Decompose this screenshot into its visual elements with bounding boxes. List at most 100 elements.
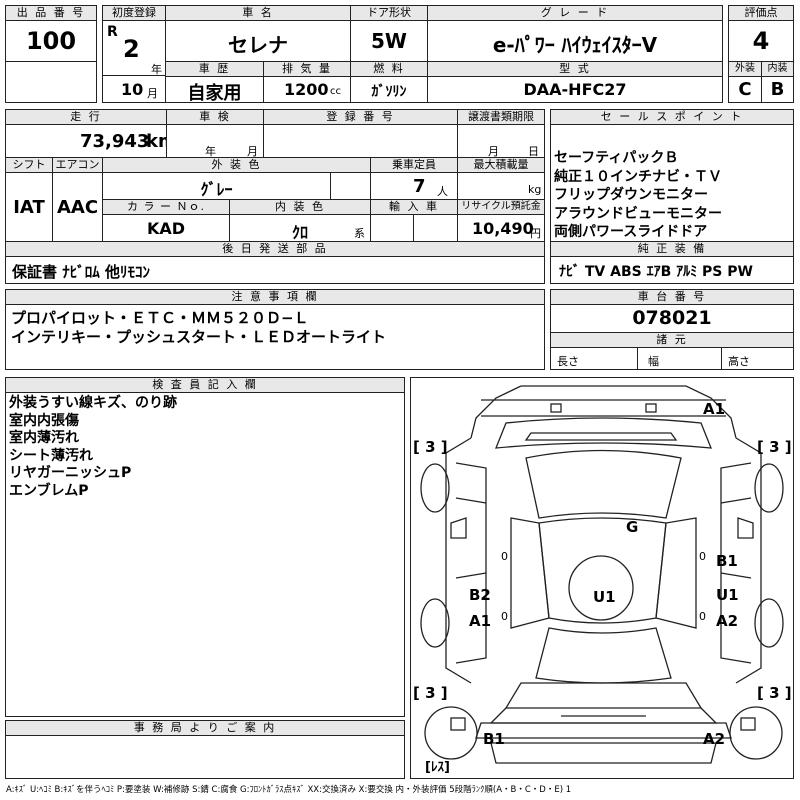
label-inspection: 車 検 — [166, 109, 264, 125]
score-cell: 4 — [728, 20, 794, 62]
mark-a1-left: A1 — [469, 612, 492, 630]
insp-month-unit: 月 — [247, 145, 258, 158]
mark-b1-right: B1 — [716, 552, 738, 570]
label-history: 車 歴 — [165, 61, 264, 77]
era-value: R — [107, 24, 118, 40]
inspector-line: シート薄汚れ — [9, 447, 93, 464]
label-fuel: 燃 料 — [350, 61, 428, 77]
mark-a1-top: A1 — [703, 400, 726, 418]
car-diagram: [ 3 ] [ 3 ] [ 3 ] [ 3 ] [ﾚｽ] A1 G B1 B2 … — [410, 377, 794, 779]
notes-list: プロパイロット・ＥＴＣ・ＭＭ５２０Ｄ−Ｌ インテリキー・プッシュスタート・ＬＥＤ… — [11, 309, 386, 347]
sales-point-item: フリップダウンモニター — [554, 187, 708, 203]
tire-fr-grade: [ 3 ] — [757, 438, 792, 456]
ext-color-value: ｸﾞﾚｰ — [200, 180, 233, 199]
shift-value: IAT — [13, 197, 45, 218]
reg-no-cell — [263, 124, 458, 158]
month-unit: 月 — [147, 87, 158, 100]
inspector-line: 室内薄汚れ — [9, 430, 79, 446]
max-load-cell: kg — [457, 172, 545, 200]
import-cell-b — [413, 214, 458, 242]
car-outline — [420, 385, 784, 764]
mileage-unit: km — [146, 131, 166, 152]
int-color-unit: 系 — [354, 227, 365, 240]
label-inspector: 検 査 員 記 入 欄 — [5, 377, 405, 393]
year-value: 2 — [123, 35, 140, 63]
inspector-line: エンブレムP — [9, 482, 89, 499]
label-door: ドア形状 — [350, 5, 428, 21]
label-ext-color: 外 装 色 — [102, 157, 371, 173]
tire-fl-grade: [ 3 ] — [413, 438, 448, 456]
int-color-cell: ｸﾛ 系 — [229, 214, 371, 242]
history-cell: 自家用 — [165, 76, 264, 103]
displacement-unit: cc — [330, 86, 341, 97]
label-model: 型 式 — [427, 61, 723, 77]
lot-no-cell: 100 — [5, 20, 97, 62]
label-office: 事 務 局 よ り ご 案 内 — [5, 720, 405, 736]
fuel-value: ｶﾞｿﾘﾝ — [371, 84, 407, 100]
height-label: 高さ — [728, 355, 750, 368]
door-cell: 5W — [350, 20, 428, 62]
label-sales-point: セ ー ル ス ポ イ ン ト — [550, 109, 794, 125]
label-displacement: 排 気 量 — [263, 61, 351, 77]
mark-b2-left: B2 — [469, 586, 491, 604]
label-int-color: 内 装 色 — [229, 199, 371, 215]
mark-zero-right-2: 0 — [699, 610, 706, 623]
note-line: インテリキー・プッシュスタート・ＬＥＤオートライト — [11, 328, 387, 346]
first-reg-month-cell: 10 月 — [102, 75, 166, 103]
label-later-parts: 後 日 発 送 部 品 — [5, 241, 545, 257]
exterior-grade-cell: C — [728, 76, 762, 103]
shift-cell: IAT — [5, 172, 53, 242]
model-cell: DAA-HFC27 — [427, 76, 723, 103]
legend-text: A:ｷｽﾞ U:ﾍｺﾐ B:ｷｽﾞを伴うﾍｺﾐ P:要塗装 W:補修跡 S:錆 … — [6, 785, 572, 795]
sales-point-cell: セーフティパックＢ 純正１０インチナビ・ＴＶ フリップダウンモニター アラウンド… — [550, 124, 794, 242]
width-label: 幅 — [648, 355, 659, 368]
width-cell: 幅 — [637, 347, 722, 370]
label-capacity: 乗車定員 — [370, 157, 458, 173]
displacement-value: 1200 — [284, 80, 329, 99]
insp-year-unit: 年 — [205, 145, 216, 158]
month-value: 10 — [121, 80, 144, 99]
fuel-cell: ｶﾞｿﾘﾝ — [350, 76, 428, 103]
label-lot-no: 出 品 番 号 — [5, 5, 97, 21]
lot-no-blank — [5, 61, 97, 103]
label-chassis-no: 車 台 番 号 — [550, 289, 794, 305]
doc-day-unit: 日 — [528, 145, 539, 158]
first-reg-cell: R 2 年 — [102, 20, 166, 76]
sales-point-list: セーフティパックＢ 純正１０インチナビ・ＴＶ フリップダウンモニター アラウンド… — [554, 149, 722, 241]
label-grade: グ レ ー ド — [427, 5, 723, 21]
year-unit: 年 — [151, 63, 162, 76]
lot-no-value: 100 — [25, 27, 77, 55]
sales-point-item: 両側パワースライドドア — [554, 224, 708, 240]
chassis-no-cell: 078021 — [550, 304, 794, 333]
inspection-cell: 年 月 — [166, 124, 264, 158]
label-max-load: 最大積載量 — [457, 157, 545, 173]
capacity-value: 7 — [413, 176, 426, 197]
mark-b1-bottom: B1 — [483, 730, 505, 748]
label-car-name: 車 名 — [165, 5, 351, 21]
sales-point-item: アラウンドビューモニター — [554, 205, 722, 222]
label-specs: 諸 元 — [550, 332, 794, 348]
sales-point-item: 純正１０インチナビ・ＴＶ — [554, 168, 722, 185]
mileage-value: 73,943 — [80, 131, 150, 152]
doc-month-unit: 月 — [488, 145, 499, 158]
interior-grade-value: B — [770, 79, 785, 100]
office-cell — [5, 735, 405, 779]
sales-point-item: セーフティパックＢ — [554, 150, 679, 166]
color-no-value: KAD — [146, 219, 186, 238]
mark-g: G — [626, 518, 639, 536]
history-value: 自家用 — [187, 83, 242, 103]
equipment-value: ﾅﾋﾞ TV ABS ｴｱB ｱﾙﾐ PS PW — [559, 264, 753, 280]
inspector-line: 外装うすい線キズ、のり跡 — [9, 395, 177, 411]
label-reg-no: 登 録 番 号 — [263, 109, 458, 125]
interior-grade-cell: B — [761, 76, 794, 103]
car-name-value: セレナ — [228, 33, 288, 57]
score-value: 4 — [752, 27, 770, 55]
ext-color-cell: ｸﾞﾚｰ — [102, 172, 331, 200]
length-label: 長さ — [557, 355, 579, 368]
chassis-no-value: 078021 — [632, 307, 712, 329]
spare-tire-label: [ﾚｽ] — [425, 760, 450, 775]
length-cell: 長さ — [550, 347, 638, 370]
transfer-doc-cell: 月 日 — [457, 124, 545, 158]
label-color-no: カ ラ ー Ｎｏ. — [102, 199, 230, 215]
label-notes: 注 意 事 項 欄 — [5, 289, 545, 305]
